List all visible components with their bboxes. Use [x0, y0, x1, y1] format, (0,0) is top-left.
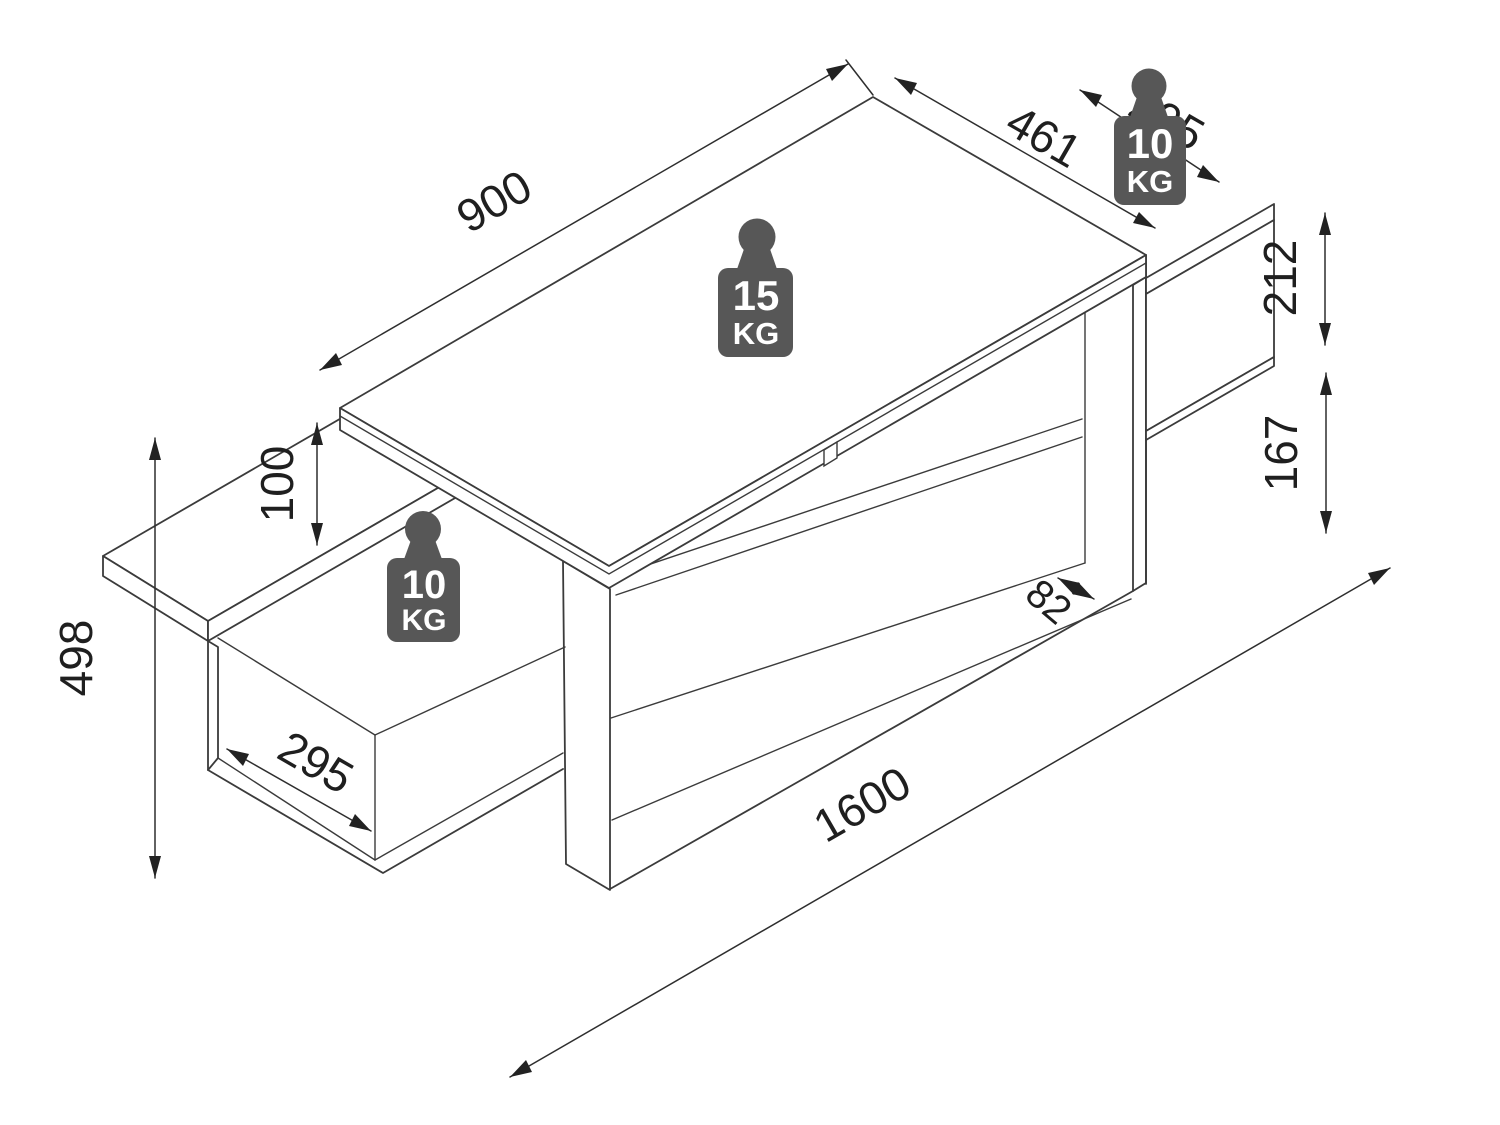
weight-icon-left-value: 10	[402, 563, 447, 607]
dim-167-arrow-bottom	[1320, 511, 1332, 533]
dim-212-arrow-bottom	[1319, 323, 1331, 345]
interior-back-edge-2	[615, 436, 1083, 596]
dim-295r-arrow-up	[1080, 90, 1102, 107]
dim-461-arrow-down	[1133, 212, 1155, 228]
weight-icon-right-neck	[1129, 97, 1169, 120]
dim-167-label: 167	[1255, 415, 1307, 492]
shelf-interior-top-edge	[217, 637, 376, 736]
dim-498-arrow-bottom	[149, 856, 161, 878]
dim-461-label: 461	[998, 94, 1090, 177]
right-drawer-box	[1145, 203, 1275, 441]
top-band-notch	[823, 440, 838, 468]
dim-100-label: 100	[251, 446, 303, 523]
dim-1600-line	[509, 567, 1391, 1078]
dim-295l-arrow-left	[227, 749, 249, 766]
bottom-front-floor-edge	[609, 590, 1134, 890]
shelf-interior-back-bottom-edge	[374, 646, 566, 736]
dim-295l-arrow-right	[349, 814, 371, 831]
weight-icon-right-unit: KG	[1127, 164, 1174, 199]
weight-icon-top-value: 15	[733, 272, 780, 319]
dim-295l-label: 295	[270, 720, 362, 803]
dim-212-label: 212	[1254, 240, 1306, 317]
dim-498-label: 498	[50, 620, 102, 697]
dim-100-arrow-bottom	[311, 523, 323, 545]
main-unit-body	[562, 254, 1147, 891]
shelf-interior-bottom-left-edge	[217, 757, 376, 861]
weight-icon-top: 15 KG	[718, 218, 793, 357]
dim-167-arrow-top	[1320, 373, 1332, 395]
dim-900-line	[319, 63, 849, 371]
dim-100-arrow-top	[311, 423, 323, 445]
dim-82-arrow-down	[1072, 582, 1094, 599]
weight-icon-top-body	[718, 268, 793, 357]
weight-icon-top-unit: KG	[733, 316, 780, 351]
dim-295r-arrow-down	[1197, 165, 1219, 182]
weight-icon-top-neck	[736, 249, 778, 272]
dim-900-label: 900	[448, 159, 540, 242]
dim-900-arrow-up	[826, 64, 848, 81]
interior-back-edge-1	[611, 418, 1083, 578]
weight-icon-left-body	[387, 558, 460, 642]
weight-icon-left: 10 KG	[387, 511, 460, 642]
dim-295l-line	[226, 748, 372, 832]
main-left-panel	[562, 560, 611, 891]
dim-1600-arrow-right	[1368, 568, 1390, 585]
shelf-bottom-front-edge	[374, 752, 564, 861]
dim-1600-label: 1600	[805, 756, 920, 852]
dim-498-arrow-top	[149, 438, 161, 460]
dim-461-arrow-up	[895, 78, 917, 95]
weight-icon-right-head	[1131, 68, 1167, 104]
weight-icon-top-head	[738, 218, 776, 256]
dim-1600-arrow-left	[510, 1060, 532, 1077]
weight-icon-left-head	[405, 511, 441, 547]
bottom-shelf-front-edge	[610, 562, 1086, 719]
top-band-crease	[339, 262, 1147, 575]
dim-900-arrow-down	[320, 353, 342, 370]
drawer-bottom-lip	[1145, 356, 1275, 441]
shelf-outer-bottom-edges	[207, 768, 564, 874]
main-top-thickness-band	[339, 254, 1147, 589]
dim-461-line	[894, 77, 1156, 229]
weight-icon-right-value: 10	[1127, 120, 1174, 167]
weight-icon-right: 10 KG	[1114, 68, 1186, 205]
weight-icon-right-body	[1114, 116, 1186, 205]
dim-82-label: 82	[1017, 571, 1079, 633]
dim-212-arrow-top	[1319, 213, 1331, 235]
bottom-rail-top-edge	[611, 598, 1132, 821]
dim-apex-extension	[845, 59, 874, 96]
left-shelf-end-panel	[207, 640, 219, 771]
weight-icon-left-unit: KG	[402, 604, 447, 637]
main-right-panel	[1132, 276, 1147, 592]
weight-icon-left-neck	[403, 540, 443, 562]
